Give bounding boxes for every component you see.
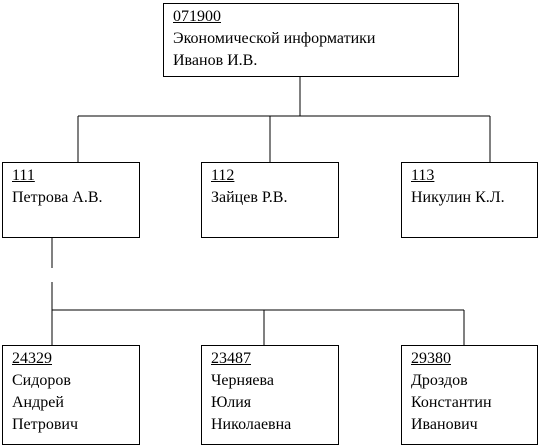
node-person: Петрова А.В. <box>12 189 103 206</box>
node-firstname: Юлия <box>211 394 252 411</box>
node-29380: 29380 Дроздов Константин Иванович <box>401 345 538 445</box>
node-113: 113 Никулин К.Л. <box>401 162 538 238</box>
node-code: 112 <box>211 167 235 184</box>
root-department: Экономической информатики <box>173 30 376 47</box>
node-code: 113 <box>411 167 435 184</box>
node-code: 23487 <box>211 350 251 367</box>
node-person: Зайцев Р.В. <box>211 189 288 206</box>
node-23487: 23487 Черняева Юлия Николаевна <box>201 345 339 445</box>
node-surname: Черняева <box>211 372 274 389</box>
node-person: Никулин К.Л. <box>411 189 505 206</box>
node-firstname: Андрей <box>12 394 64 411</box>
root-code: 071900 <box>173 8 221 25</box>
root-head: Иванов И.В. <box>173 52 258 69</box>
node-patronymic: Иванович <box>411 416 478 433</box>
node-code: 24329 <box>12 350 52 367</box>
node-firstname: Константин <box>411 394 492 411</box>
node-surname: Дроздов <box>411 372 468 389</box>
node-code: 29380 <box>411 350 451 367</box>
node-code: 111 <box>12 167 35 184</box>
root-node: 071900 Экономической информатики Иванов … <box>163 3 459 77</box>
node-patronymic: Петрович <box>12 416 79 433</box>
node-24329: 24329 Сидоров Андрей Петрович <box>2 345 140 445</box>
node-surname: Сидоров <box>12 372 71 389</box>
node-patronymic: Николаевна <box>211 416 292 433</box>
node-111: 111 Петрова А.В. <box>2 162 140 238</box>
node-112: 112 Зайцев Р.В. <box>201 162 339 238</box>
